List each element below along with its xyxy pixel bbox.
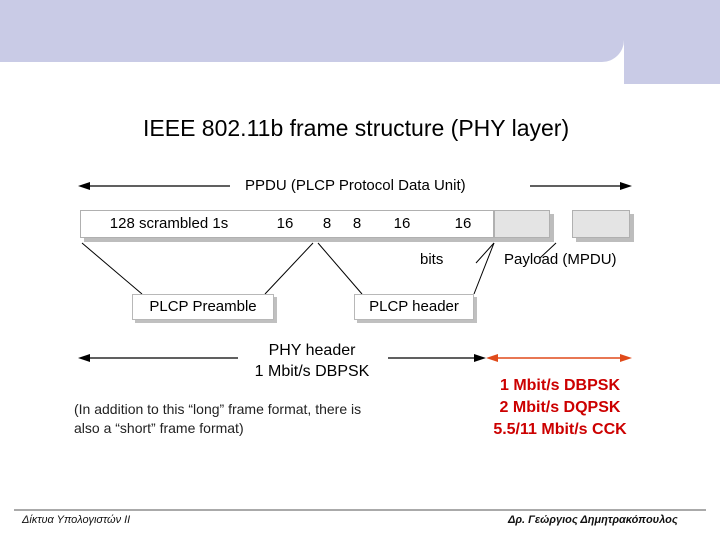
footer-left-text: Δίκτυα Υπολογιστών II — [22, 514, 131, 526]
payload-label: Payload (MPDU) — [504, 251, 617, 268]
frame-preamble-cells — [80, 210, 494, 238]
phy-header-line2: 1 Mbit/s DBPSK — [254, 363, 370, 380]
frame-payload-cell-1 — [494, 210, 550, 238]
rate-line-3: 5.5/11 Mbit/s CCK — [493, 421, 627, 438]
field-signal: 8 — [322, 215, 332, 232]
payload-pointer-right — [539, 242, 557, 259]
slide-title: IEEE 802.11b frame structure (PHY layer) — [143, 115, 570, 141]
ppdu-arrow-right-head — [620, 182, 632, 190]
bits-label: bits — [420, 251, 444, 268]
footer-right-text: Δρ. Γεώργιος Δημητρακόπουλος — [508, 514, 678, 526]
header-banner-corner — [624, 0, 720, 84]
phy-arrow-left-head — [78, 354, 90, 362]
field-hec: 16 — [454, 215, 472, 232]
frame-payload-cell-2 — [572, 210, 630, 238]
phy-header-line1: PHY header — [268, 342, 356, 359]
field-sync: 128 scrambled 1s — [109, 215, 229, 232]
header-banner — [0, 0, 624, 62]
field-sfd: 16 — [276, 215, 294, 232]
preamble-bracket-left — [81, 242, 143, 295]
preamble-bracket-right — [264, 242, 314, 295]
plcp-header-box: PLCP header — [354, 294, 474, 320]
rate-line-2: 2 Mbit/s DQPSK — [499, 399, 621, 416]
note-line1: (In addition to this “long” frame format… — [74, 401, 362, 417]
note-line2: also a “short” frame format) — [74, 420, 244, 436]
field-length: 16 — [393, 215, 411, 232]
phy-arrow-right-head — [474, 354, 486, 362]
payload-pointer-left — [475, 242, 495, 264]
rate-line-1: 1 Mbit/s DBPSK — [499, 377, 620, 394]
header-bracket-left — [317, 242, 363, 295]
header-bracket-right — [473, 242, 495, 295]
field-service: 8 — [352, 215, 362, 232]
rate-arrow-left-head — [486, 354, 498, 362]
plcp-preamble-box: PLCP Preamble — [132, 294, 274, 320]
rate-arrow-right-head — [620, 354, 632, 362]
ppdu-arrow-left-head — [78, 182, 90, 190]
ppdu-label: PPDU (PLCP Protocol Data Unit) — [245, 177, 466, 194]
